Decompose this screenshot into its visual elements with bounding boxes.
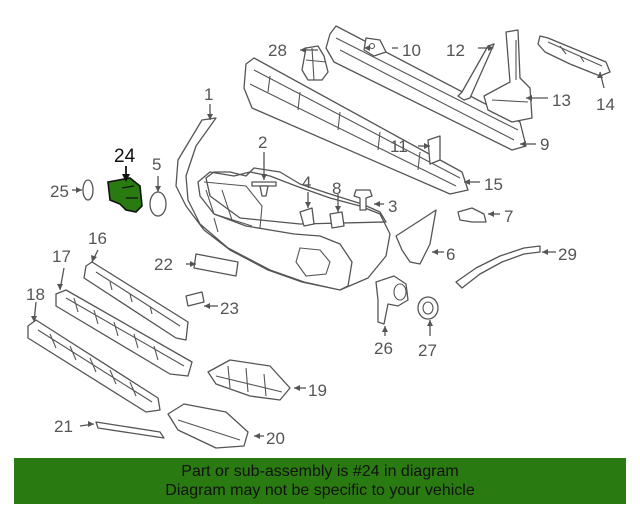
callout-23: 23 [220,299,239,318]
callout-5: 5 [152,155,161,174]
callout-22: 22 [154,255,173,274]
part-13-bracket[interactable] [483,29,533,123]
callout-14: 14 [596,95,615,114]
part-19-fog-grille[interactable] [207,359,291,401]
part-2-clip[interactable] [251,181,277,197]
part-25-grommet[interactable] [82,179,94,201]
part-14-bracket[interactable] [537,35,611,77]
callout-10: 10 [402,41,421,60]
callout-26: 26 [374,339,393,358]
part-7-bracket[interactable] [457,207,487,223]
callout-3: 3 [388,197,397,216]
part-15-absorber[interactable] [243,57,469,195]
callout-27: 27 [418,341,437,360]
part-12-rod[interactable] [457,43,495,101]
part-28-unit[interactable] [301,45,329,81]
part-4-piece[interactable] [299,207,315,227]
part-5-ring[interactable] [149,191,167,217]
part-29-arch-trim[interactable] [455,245,541,289]
part-26-sensor[interactable] [375,275,409,325]
leader-arrowheads [31,45,603,439]
part-17-grille[interactable] [55,289,193,377]
callout-labels: 28 10 12 13 14 11 9 15 1 2 4 8 3 7 6 29 … [26,41,615,448]
part-27-ring[interactable] [417,296,439,320]
callout-9: 9 [540,135,549,154]
callout-15: 15 [484,175,503,194]
callout-20: 20 [266,429,285,448]
callout-4: 4 [302,173,311,192]
callout-1: 1 [204,85,213,104]
callout-24-highlighted: 24 [114,146,136,167]
callout-18: 18 [26,285,45,304]
callout-7: 7 [504,207,513,226]
part-20-fog-bezel[interactable] [167,403,249,449]
callout-21: 21 [54,417,73,436]
parts-diagram: 28 10 12 13 14 11 9 15 1 2 4 8 3 7 6 29 … [26,25,615,449]
part-8-cover[interactable] [329,211,345,229]
callout-28: 28 [268,41,287,60]
callout-6: 6 [446,245,455,264]
banner-line-1: Part or sub-assembly is #24 in diagram [181,463,459,480]
part-1-bumper-cover[interactable] [175,117,391,291]
callout-8: 8 [332,179,341,198]
callout-13: 13 [552,91,571,110]
info-banner: Part or sub-assembly is #24 in diagram D… [14,458,626,504]
callout-12: 12 [446,41,465,60]
callout-25: 25 [50,182,69,201]
banner-line-2: Diagram may not be specific to your vehi… [165,482,475,499]
part-22-strip[interactable] [193,253,239,277]
callout-11: 11 [390,137,408,156]
part-6-bracket[interactable] [395,209,437,265]
part-11-bracket[interactable] [427,135,441,165]
part-3-screw[interactable] [353,189,373,211]
part-24-highlighted-sensor[interactable] [107,177,143,213]
part-23-clip[interactable] [185,291,205,307]
callout-16: 16 [88,229,107,248]
part-18-lower-grille[interactable] [27,319,161,413]
callout-17: 17 [52,247,71,266]
callout-29: 29 [558,245,577,264]
part-21-trim[interactable] [95,421,165,439]
callout-2: 2 [258,133,267,152]
callout-19: 19 [308,381,327,400]
